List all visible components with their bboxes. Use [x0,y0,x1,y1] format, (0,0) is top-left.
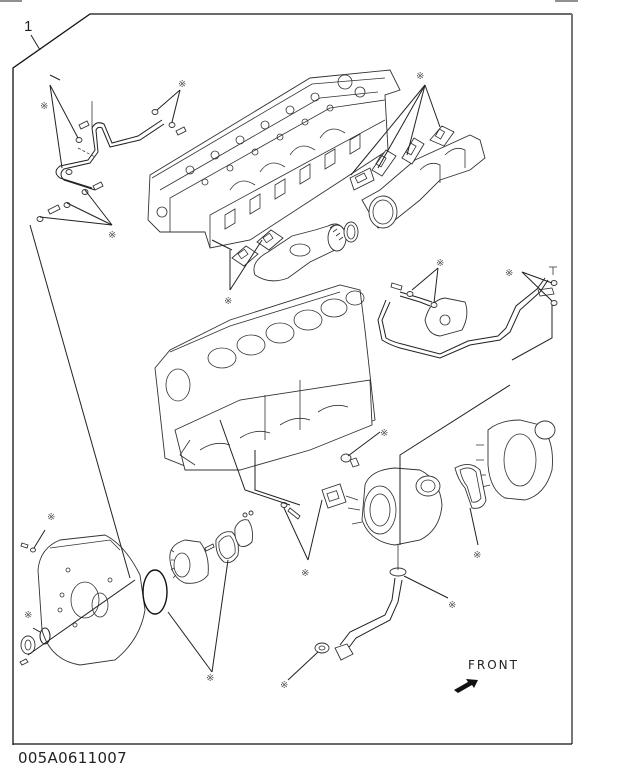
return-pipe-gasket [314,642,330,654]
flywheel-housing-bolt [20,542,36,553]
seal-washer [430,302,438,308]
exhaust-manifold-gaskets [349,125,455,191]
front-arrow-icon [454,679,478,693]
reference-mark-c11: ※ [448,600,456,611]
inlet-gaskets [231,229,284,267]
turbocharger [345,467,443,546]
turbocharger-cartridge [476,419,556,501]
banjo-bolt [78,120,90,130]
reference-mark-c8: ※ [380,428,388,439]
exhaust-manifold [361,134,486,229]
reference-mark-c12: ※ [280,680,288,691]
reference-mark-c6: ※ [436,258,444,269]
water-pump [142,510,254,615]
seal-washer [81,189,89,195]
seal-washer [406,291,414,297]
drawing-frame [12,13,573,745]
drawing-number: 005A0611007 [18,749,127,767]
water-pump-oring [142,569,168,615]
oil-return-pipe [314,545,407,661]
seal-washer [151,109,159,115]
reference-mark-c7: ※ [505,268,513,279]
cylinder-block [154,284,376,471]
seal-washer [65,169,73,175]
seal-washer [36,216,44,222]
reference-mark-c13: ※ [47,512,55,523]
seal-washer [550,300,558,306]
rear-seal-oring [39,627,51,645]
svg-text:1: 1 [24,18,32,35]
reference-mark-c15: ※ [206,673,214,684]
banjo-bolt [390,282,403,291]
reference-mark-c2: ※ [178,79,186,90]
drain-plug [349,457,360,468]
dowel-pin [287,507,301,520]
inlet-cover [253,221,359,282]
leader-lines [27,74,553,681]
front-indicator: FRONT [454,658,519,693]
banjo-bolt [92,181,104,191]
reference-mark-c9: ※ [301,568,309,579]
rear-seal [19,627,51,666]
seal-washer [168,122,176,128]
oil-pipe-assembly [377,266,558,359]
reference-mark-c4: ※ [416,71,424,82]
reference-mark-c1: ※ [40,101,48,112]
item-label-1: 1 [24,18,41,51]
reference-mark-c5: ※ [224,296,232,307]
reference-mark-c3: ※ [108,230,116,241]
reference-marks: ※ ※ ※ ※ ※ ※ ※ ※ ※ ※ ※ ※ ※ ※ ※ [24,71,513,691]
banjo-bolt [47,204,61,215]
reference-mark-c14: ※ [24,610,32,621]
banjo-bolt [175,126,187,136]
seal-washer [75,137,83,143]
flywheel-housing [37,534,146,666]
front-label: FRONT [468,658,519,672]
turbo-gaskets [280,464,487,520]
cylinder-head [147,69,401,249]
reference-mark-c10: ※ [473,550,481,561]
